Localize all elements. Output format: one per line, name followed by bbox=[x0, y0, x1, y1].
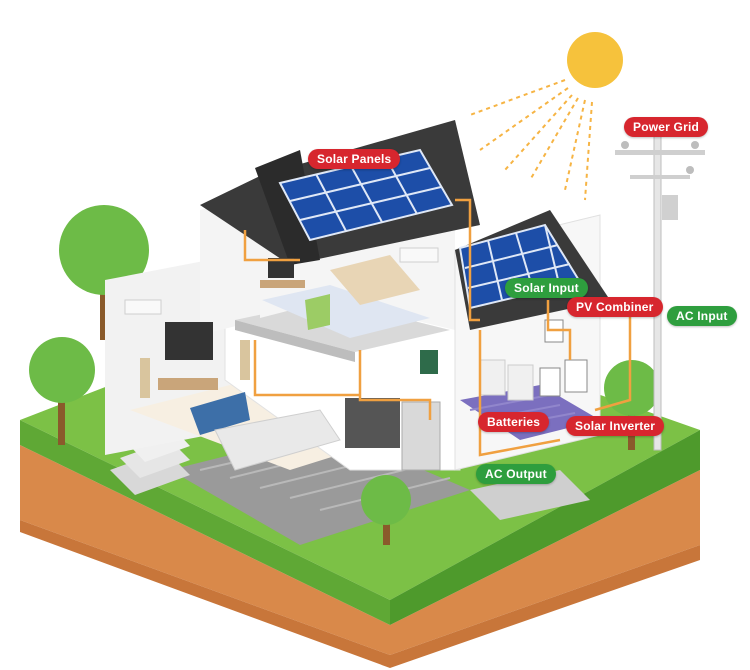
label-ac-input: AC Input bbox=[667, 306, 737, 326]
label-solar-panels: Solar Panels bbox=[308, 149, 401, 169]
label-pv-combiner: PV Combiner bbox=[567, 297, 663, 317]
air-conditioner-lower bbox=[124, 299, 162, 315]
kitchen-counter bbox=[214, 409, 341, 471]
tree-left-front bbox=[29, 337, 95, 445]
wiring bbox=[243, 198, 632, 457]
bed bbox=[330, 255, 420, 305]
label-batteries: Batteries bbox=[478, 412, 550, 432]
sun bbox=[567, 32, 623, 88]
desk bbox=[260, 280, 305, 288]
label-solar-inverter: Solar Inverter bbox=[566, 416, 665, 436]
lamp-left bbox=[140, 358, 150, 398]
thermostat-panel bbox=[420, 350, 438, 374]
label-power-grid: Power Grid bbox=[624, 117, 709, 137]
tree-left-back bbox=[59, 205, 149, 340]
air-conditioner-upper bbox=[399, 247, 439, 263]
label-ac-output: AC Output bbox=[476, 464, 556, 484]
washing-machine-1 bbox=[479, 359, 506, 396]
monitor bbox=[268, 258, 294, 278]
battery-unit bbox=[539, 367, 561, 397]
refrigerator bbox=[401, 401, 441, 471]
sun-rays bbox=[469, 79, 593, 201]
tv bbox=[165, 322, 213, 360]
sofa bbox=[190, 392, 250, 435]
chair bbox=[305, 294, 330, 330]
interior bbox=[124, 247, 588, 471]
inverter-unit bbox=[564, 359, 588, 393]
washing-machine-2 bbox=[507, 364, 534, 401]
label-solar-input: Solar Input bbox=[505, 278, 588, 298]
lamp-right bbox=[240, 340, 250, 380]
tree-front bbox=[361, 475, 411, 545]
